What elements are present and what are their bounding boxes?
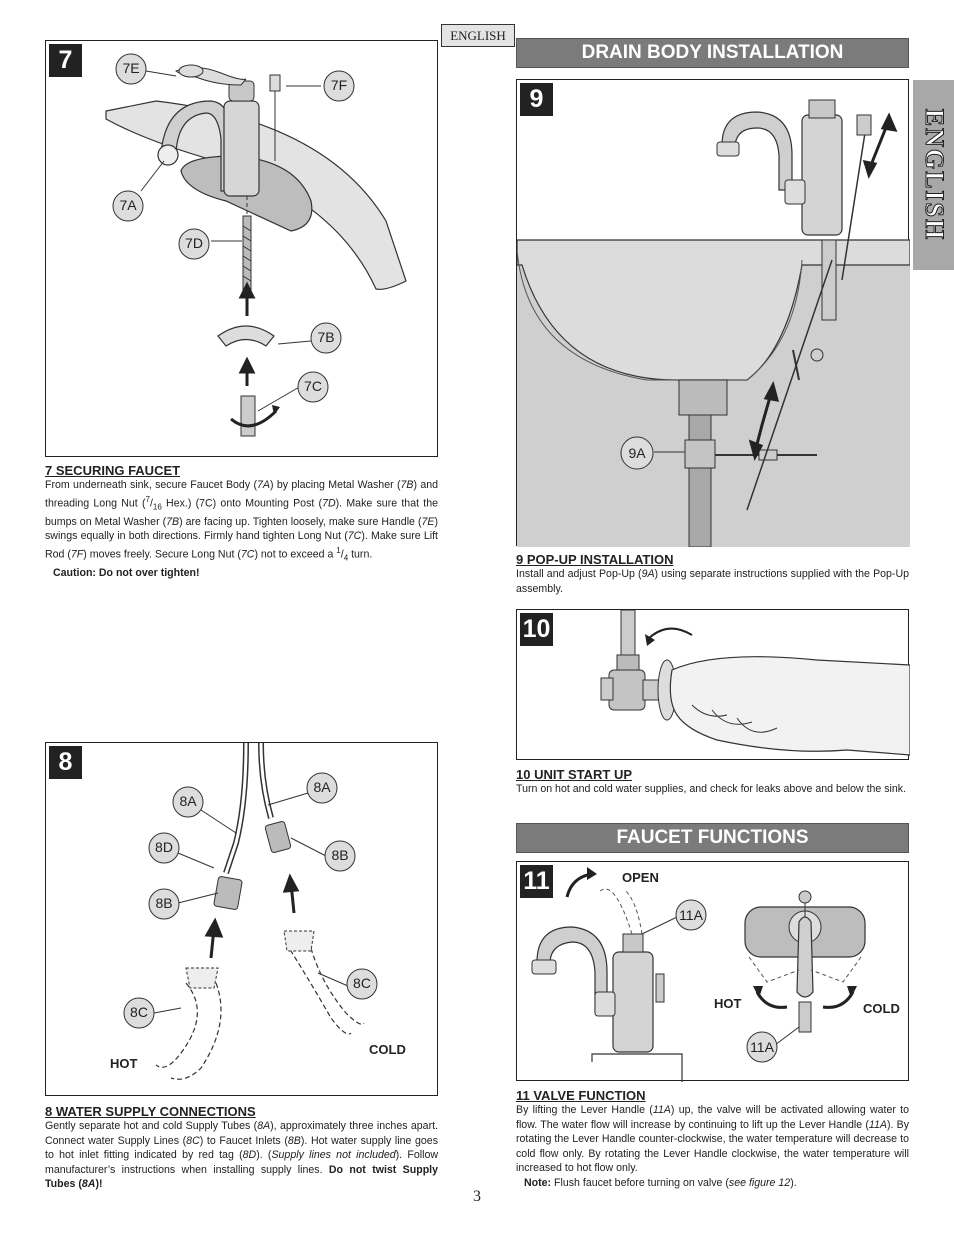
step-11-note: Note: Flush faucet before turning on val… bbox=[524, 1176, 797, 1189]
figure-9-illustration bbox=[517, 99, 910, 547]
step-9-body: Install and adjust Pop-Up (9A) using sep… bbox=[516, 568, 909, 595]
figure-number: 9 bbox=[520, 83, 553, 116]
callout-8A-left: 8A bbox=[179, 793, 197, 809]
callout-11A-top: 11A bbox=[750, 1039, 774, 1055]
figure-7: 7 7E 7F 7A 7D 7B 7C bbox=[45, 40, 438, 457]
step-10-text: 10 UNIT START UP Turn on hot and cold wa… bbox=[516, 767, 909, 797]
hot-label: HOT bbox=[714, 996, 742, 1011]
step-7-caution: Caution: Do not over tighten! bbox=[53, 566, 200, 579]
step-7-body: From underneath sink, secure Faucet Body… bbox=[45, 479, 438, 563]
side-language-tab: ENGLISH bbox=[913, 80, 954, 270]
step-11-title: 11 VALVE FUNCTION bbox=[516, 1088, 646, 1103]
hot-label: HOT bbox=[110, 1056, 138, 1071]
step-9-text: 9 POP-UP INSTALLATION Install and adjust… bbox=[516, 552, 909, 596]
callout-8A-right: 8A bbox=[313, 779, 331, 795]
callout-8B-left: 8B bbox=[155, 895, 173, 911]
callout-8B-right: 8B bbox=[331, 847, 349, 863]
cold-label: COLD bbox=[863, 1001, 900, 1016]
step-11-body: By lifting the Lever Handle (11A) up, th… bbox=[516, 1104, 909, 1174]
figure-number: 7 bbox=[49, 44, 82, 77]
open-label: OPEN bbox=[622, 870, 659, 885]
callout-7A: 7A bbox=[119, 197, 137, 213]
figure-11: 11 OPEN 11A 11A HOT COLD bbox=[516, 861, 909, 1082]
step-8-body: Gently separate hot and cold Supply Tube… bbox=[45, 1120, 439, 1190]
figure-9: 9 9A bbox=[516, 79, 910, 547]
step-10-title: 10 UNIT START UP bbox=[516, 767, 633, 782]
figure-8: 8 8A 8A 8D 8B 8B 8C 8C HOT COLD bbox=[45, 742, 438, 1096]
step-9-title: 9 POP-UP INSTALLATION bbox=[516, 552, 674, 567]
callout-7F: 7F bbox=[330, 77, 348, 93]
step-8-title: 8 WATER SUPPLY CONNECTIONS bbox=[45, 1104, 256, 1119]
callout-7D: 7D bbox=[185, 235, 203, 251]
figure-number: 8 bbox=[49, 746, 82, 779]
callout-11A-side: 11A bbox=[679, 907, 703, 923]
callout-7E: 7E bbox=[122, 60, 140, 76]
figure-10-illustration bbox=[600, 610, 910, 756]
figure-10: 10 bbox=[516, 609, 910, 760]
callout-8C-left: 8C bbox=[130, 1004, 148, 1020]
step-8-text: 8 WATER SUPPLY CONNECTIONS Gently separa… bbox=[45, 1104, 438, 1192]
figure-number: 10 bbox=[520, 613, 553, 646]
callout-7C: 7C bbox=[304, 378, 322, 394]
faucet-functions-banner: FAUCET FUNCTIONS bbox=[516, 823, 909, 853]
step-7-title: 7 SECURING FAUCET bbox=[45, 463, 181, 478]
callout-8D: 8D bbox=[155, 839, 173, 855]
callout-7B: 7B bbox=[317, 329, 335, 345]
language-tab: ENGLISH bbox=[441, 24, 515, 47]
cold-label: COLD bbox=[369, 1042, 406, 1057]
figure-8-illustration bbox=[123, 743, 378, 1080]
callout-9A: 9A bbox=[628, 445, 646, 461]
drain-body-banner: DRAIN BODY INSTALLATION bbox=[516, 38, 909, 68]
side-tab-label: ENGLISH bbox=[919, 108, 949, 242]
figure-11-illustration bbox=[531, 867, 866, 1082]
step-11-text: 11 VALVE FUNCTION By lifting the Lever H… bbox=[516, 1088, 909, 1190]
page-number: 3 bbox=[473, 1188, 481, 1205]
step-10-body: Turn on hot and cold water supplies, and… bbox=[516, 783, 907, 795]
figure-number: 11 bbox=[520, 865, 553, 898]
figure-7-illustration bbox=[105, 53, 407, 437]
step-7-text: 7 SECURING FAUCET From underneath sink, … bbox=[45, 463, 438, 580]
callout-8C-right: 8C bbox=[353, 975, 371, 991]
